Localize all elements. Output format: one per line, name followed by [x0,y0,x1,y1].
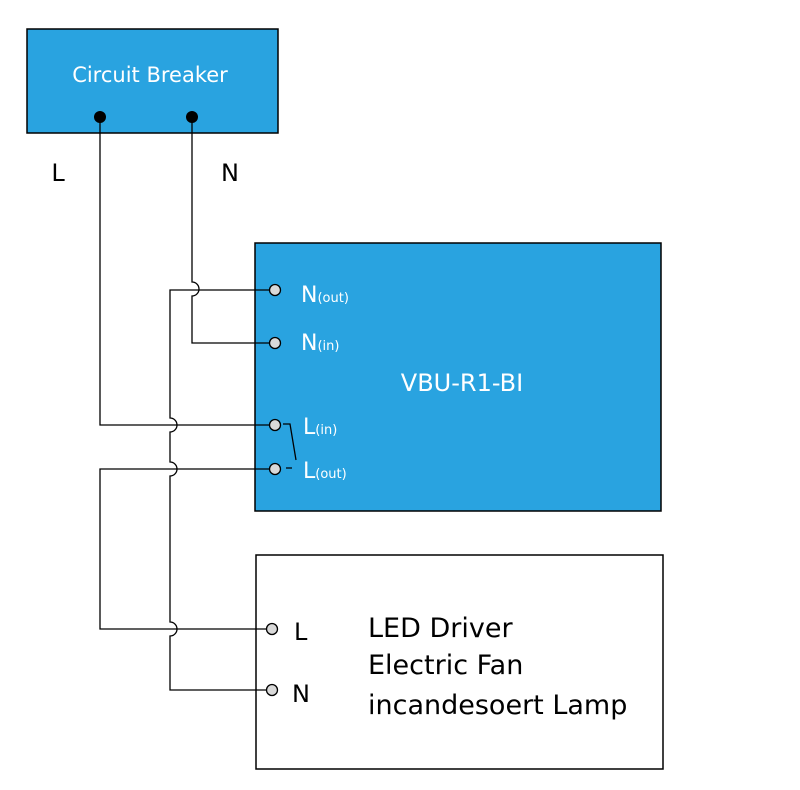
load-box [255,554,664,770]
module-terminal-l-in [268,418,282,432]
module-terminal-label-l-in: L(in) [303,415,337,440]
relay-switch-symbol [283,423,297,469]
circuit-breaker-label: Circuit Breaker [72,63,228,87]
module-name: VBU-R1-BI [401,369,523,397]
load-terminal-label-n: N [292,680,310,708]
load-line-1: LED Driver [368,613,513,644]
circuit-breaker-box [26,28,279,134]
wire-breaker-l-to-module-l-in [99,117,275,426]
load-line-3: incandesoert Lamp [368,690,627,721]
module-terminal-n-in [268,336,282,350]
breaker-neutral-label: N [221,159,239,187]
module-box [254,242,662,512]
module-terminal-n-out [268,283,282,297]
load-terminal-l [265,622,279,636]
load-line-2: Electric Fan [368,650,523,681]
breaker-line-label: L [51,159,65,187]
load-terminal-n [265,683,279,697]
wire-module-l-out-to-load-l [99,468,275,630]
module-terminal-label-l-out: L(out) [303,459,347,484]
module-terminal-label-n-in: N(in) [301,331,339,356]
load-terminal-label-l: L [294,618,308,646]
module-terminal-l-out [268,462,282,476]
module-terminal-label-n-out: N(out) [301,283,349,308]
